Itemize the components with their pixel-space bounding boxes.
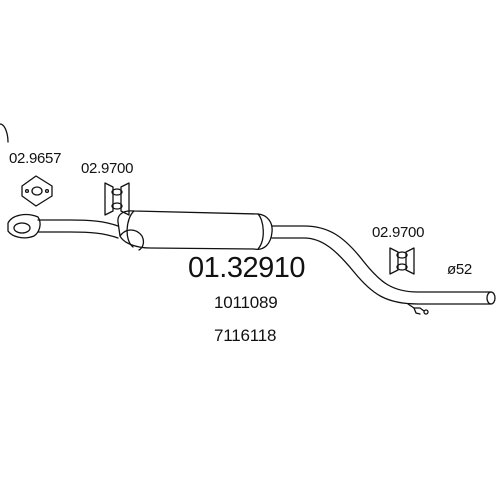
edge-fragment — [0, 123, 9, 143]
cross-reference-2: 7116118 — [214, 326, 277, 345]
hanger-rear-part — [389, 247, 415, 275]
inlet-pipe — [37, 219, 119, 239]
cross-reference-1: 1011089 — [214, 293, 278, 312]
gasket-part — [21, 175, 53, 207]
main-part-number: 01.32910 — [188, 252, 305, 284]
middle-silencer — [117, 210, 273, 251]
sensor-bracket — [407, 303, 429, 315]
hanger-rear-part-number: 02.9700 — [372, 224, 425, 241]
hanger-front-part — [104, 182, 130, 216]
inlet-flange — [7, 213, 41, 239]
outlet-diameter-label: ø52 — [447, 261, 472, 278]
tail-pipe — [271, 225, 492, 305]
outlet-end — [486, 291, 496, 305]
hanger-front-part-number: 02.9700 — [81, 160, 134, 177]
gasket-part-number: 02.9657 — [9, 150, 62, 167]
